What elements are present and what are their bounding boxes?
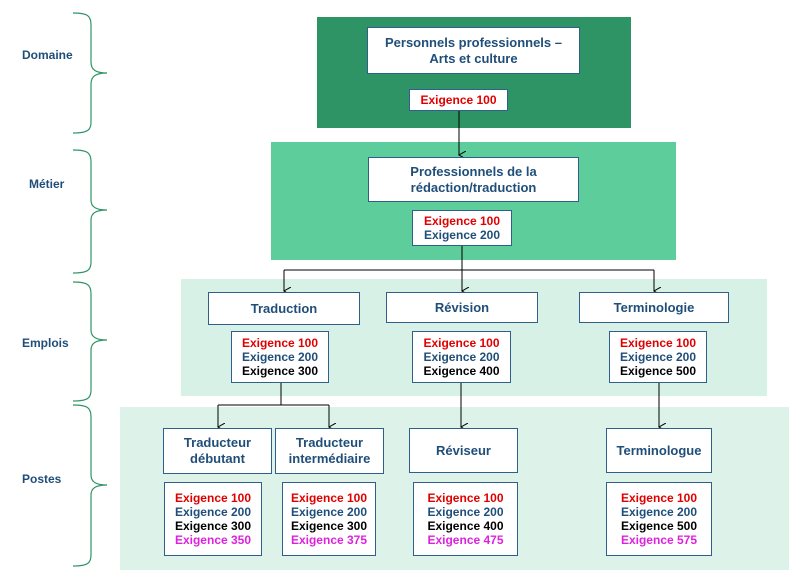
metier-title-line2: rédaction/traduction: [410, 179, 537, 195]
poste-title-line2: intermédiaire: [288, 451, 371, 466]
requirement-300: Exigence 300: [174, 519, 252, 533]
requirement-375: Exigence 375: [290, 533, 368, 547]
metier-requirements: Exigence 100 Exigence 200: [412, 210, 512, 246]
requirement-200: Exigence 200: [290, 505, 368, 519]
domaine-title-line2: Arts et culture: [429, 50, 518, 66]
poste-traducteur-intermediaire: Traducteur intermédiaire: [275, 428, 384, 474]
poste-terminologue-requirements: Exigence 100 Exigence 200 Exigence 500 E…: [606, 482, 712, 556]
poste-title-line1: Réviseur: [436, 442, 491, 458]
requirement-100: Exigence 100: [241, 336, 319, 350]
brace-postes: [72, 404, 108, 567]
requirement-100: Exigence 100: [619, 336, 697, 350]
requirement-200: Exigence 200: [423, 350, 500, 364]
requirement-200: Exigence 200: [619, 350, 697, 364]
emploi-revision: Révision: [386, 292, 538, 323]
requirement-200: Exigence 200: [241, 350, 319, 364]
poste-traducteur-debutant: Traducteur débutant: [163, 428, 272, 474]
requirement-200: Exigence 200: [423, 228, 501, 242]
requirement-200: Exigence 200: [620, 505, 698, 519]
requirement-350: Exigence 350: [174, 533, 252, 547]
domaine-node: Personnels professionnels – Arts et cult…: [367, 27, 580, 74]
poste-title-line2: débutant: [190, 451, 245, 466]
requirement-100: Exigence 100: [290, 491, 368, 505]
requirement-575: Exigence 575: [620, 533, 698, 547]
requirement-400: Exigence 400: [423, 364, 500, 378]
poste-title-line1: Terminologue: [616, 442, 702, 458]
requirement-200: Exigence 200: [427, 505, 504, 519]
poste-title-line1: Traducteur: [295, 435, 364, 450]
requirement-300: Exigence 300: [241, 364, 319, 378]
emploi-traduction: Traduction: [208, 292, 360, 325]
requirement-100: Exigence 100: [420, 93, 497, 107]
emploi-terminologie-requirements: Exigence 100 Exigence 200 Exigence 500: [609, 331, 707, 383]
poste-title-line1: Traducteur: [183, 435, 252, 450]
metier-node: Professionnels de la rédaction/traductio…: [368, 157, 579, 202]
requirement-100: Exigence 100: [423, 336, 500, 350]
level-label-domaine: Domaine: [22, 48, 73, 62]
requirement-475: Exigence 475: [427, 533, 504, 547]
level-label-emplois: Emplois: [22, 336, 69, 350]
requirement-400: Exigence 400: [427, 519, 504, 533]
requirement-500: Exigence 500: [619, 364, 697, 378]
emploi-revision-requirements: Exigence 100 Exigence 200 Exigence 400: [412, 331, 511, 383]
requirement-300: Exigence 300: [290, 519, 368, 533]
emploi-title: Traduction: [250, 300, 318, 316]
poste-reviseur-requirements: Exigence 100 Exigence 200 Exigence 400 E…: [413, 482, 518, 556]
domaine-title-line1: Personnels professionnels –: [384, 34, 562, 50]
level-label-metier: Métier: [29, 177, 65, 191]
domaine-requirements: Exigence 100: [409, 89, 508, 111]
emploi-title: Terminologie: [613, 299, 695, 315]
poste-reviseur: Réviseur: [409, 428, 518, 473]
brace-emplois: [72, 281, 108, 402]
poste-terminologue: Terminologue: [606, 428, 712, 473]
requirement-500: Exigence 500: [620, 519, 698, 533]
emploi-title: Révision: [434, 299, 490, 315]
emploi-traduction-requirements: Exigence 100 Exigence 200 Exigence 300: [231, 331, 329, 383]
requirement-100: Exigence 100: [423, 214, 501, 228]
poste-traducteur-debutant-requirements: Exigence 100 Exigence 200 Exigence 300 E…: [164, 482, 262, 556]
emploi-terminologie: Terminologie: [579, 292, 729, 323]
level-label-postes: Postes: [22, 472, 62, 486]
requirement-100: Exigence 100: [620, 491, 698, 505]
poste-traducteur-intermediaire-requirements: Exigence 100 Exigence 200 Exigence 300 E…: [282, 482, 376, 556]
brace-domaine: [72, 12, 108, 134]
requirement-200: Exigence 200: [174, 505, 252, 519]
metier-title-line1: Professionnels de la: [410, 163, 537, 179]
brace-metier: [72, 149, 108, 274]
requirement-100: Exigence 100: [427, 491, 504, 505]
requirement-100: Exigence 100: [174, 491, 252, 505]
